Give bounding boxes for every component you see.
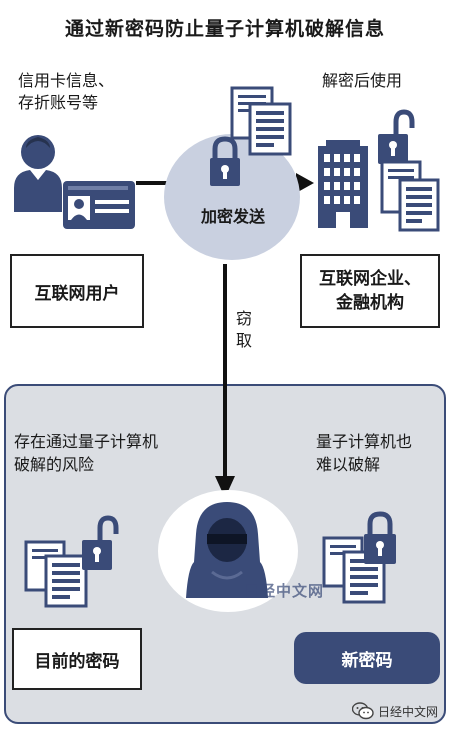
building-icon bbox=[318, 140, 368, 228]
intercept-label-char1: 窃 bbox=[236, 309, 253, 328]
encrypted-send-label: 加密发送 bbox=[200, 207, 265, 226]
company-box-line2: 金融机构 bbox=[336, 293, 404, 313]
risk-text: 存在通过量子计算机 破解的风险 bbox=[14, 430, 158, 476]
page-title: 通过新密码防止量子计算机破解信息 bbox=[64, 18, 385, 40]
open-lock-icon bbox=[82, 515, 119, 570]
hacker-icon bbox=[186, 502, 268, 598]
document-icon bbox=[380, 160, 440, 232]
internet-company-box: 互联网企业、 金融机构 bbox=[300, 254, 440, 328]
company-box-line1: 互联网企业、 bbox=[319, 269, 421, 289]
footer-account: 日经中文网 bbox=[352, 702, 438, 720]
new-password-badge: 新密码 bbox=[294, 632, 440, 684]
risk-text-line1: 存在通过量子计算机 bbox=[14, 432, 159, 451]
user-data-label-line1: 信用卡信息、 bbox=[18, 71, 115, 90]
user-data-label: 信用卡信息、 存折账号等 bbox=[18, 70, 114, 114]
document-icon bbox=[230, 86, 292, 156]
encryption-circle bbox=[164, 134, 300, 260]
person-icon bbox=[14, 135, 62, 212]
open-lock-icon bbox=[378, 109, 415, 164]
user-data-label-line2: 存折账号等 bbox=[18, 93, 99, 112]
hard-to-crack-text: 量子计算机也 难以破解 bbox=[316, 430, 412, 476]
decrypt-label: 解密后使用 bbox=[322, 71, 403, 90]
document-icon bbox=[24, 540, 88, 608]
hard-to-crack-line1: 量子计算机也 bbox=[316, 432, 413, 451]
internet-user-box: 互联网用户 bbox=[10, 254, 144, 328]
intercept-label: 窃 取 bbox=[236, 308, 252, 352]
risk-text-line2: 破解的风险 bbox=[14, 455, 95, 474]
intercept-arrow bbox=[215, 264, 235, 498]
hard-to-crack-line2: 难以破解 bbox=[316, 455, 381, 474]
lock-icon bbox=[210, 136, 240, 186]
watermark: 日经中文网 bbox=[244, 582, 325, 600]
intercept-label-char2: 取 bbox=[236, 331, 253, 350]
wechat-icon bbox=[352, 702, 374, 720]
current-password-box: 目前的密码 bbox=[12, 628, 142, 690]
id-card-icon bbox=[63, 181, 135, 229]
footer-account-name: 日经中文网 bbox=[378, 704, 439, 719]
lock-icon bbox=[364, 511, 396, 564]
